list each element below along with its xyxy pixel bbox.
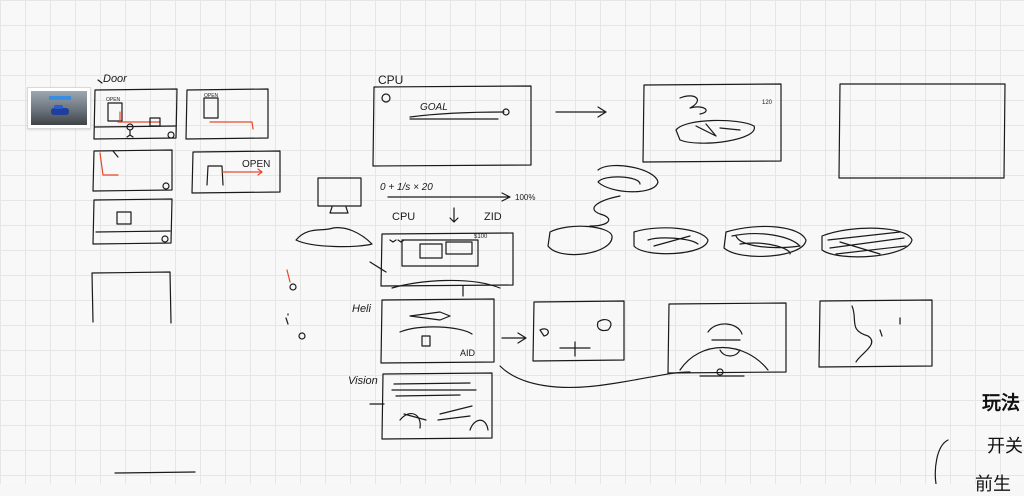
vision-label: Vision	[348, 375, 378, 387]
goal-label: GOAL	[420, 102, 448, 113]
notes-line-2: 前生	[975, 474, 1011, 494]
sketch-layer[interactable]: Door OPEN OPEN OPEN	[0, 0, 1024, 484]
frame1-open-label: OPEN	[106, 97, 121, 103]
panel-bracket	[934, 439, 949, 484]
notes-line-1: 开关	[987, 436, 1023, 456]
thumbnail-banner	[49, 96, 71, 100]
hundred-label: 100%	[515, 193, 535, 202]
zid-label: ZID	[484, 211, 502, 223]
frame4-open-label: OPEN	[242, 159, 270, 170]
cpu-top-label: CPU	[378, 73, 403, 87]
screenshot-thumbnail[interactable]	[27, 87, 91, 129]
cpu-storyboard[interactable]: CPU GOAL 120 0 + 1/s × 20 100% CPU ZID	[369, 73, 1006, 297]
thumbnail-vehicle	[51, 105, 69, 115]
cpu-mid-label: CPU	[392, 211, 415, 223]
misc-scribbles	[285, 177, 373, 340]
score-label: 120	[762, 100, 773, 106]
formula-label: 0 + 1/s × 20	[380, 182, 433, 193]
thumbnail-image	[31, 91, 87, 125]
door-label: Door	[103, 73, 128, 85]
aid-label: AID	[460, 348, 476, 358]
door-storyboard[interactable]: Door OPEN OPEN OPEN	[91, 73, 281, 474]
heli-storyboard[interactable]: Heli AID	[352, 298, 933, 389]
vision-storyboard[interactable]: Vision	[348, 372, 493, 440]
frame2-open-label: OPEN	[204, 93, 219, 99]
money-label: $100	[474, 234, 488, 240]
heli-label: Heli	[352, 303, 372, 315]
notes-title: 玩法	[982, 393, 1021, 414]
